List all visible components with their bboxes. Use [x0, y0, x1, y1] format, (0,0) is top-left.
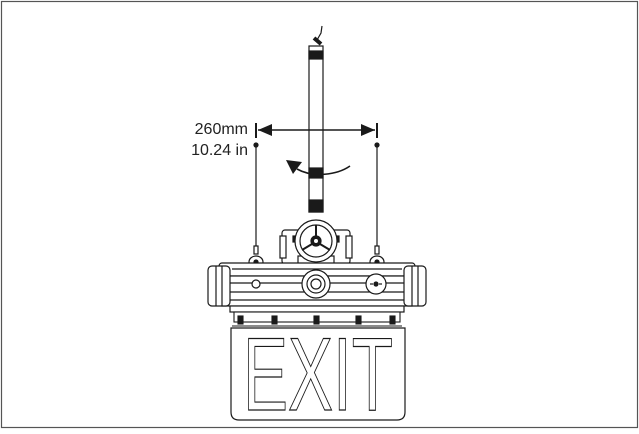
- exit-sign-text: EXIT: [243, 317, 393, 429]
- lower-trim: [232, 311, 402, 327]
- rotation-arrow: [286, 160, 351, 176]
- housing-knockouts: [251, 269, 387, 299]
- exit-panel: [230, 327, 406, 421]
- dimension-imperial-label: 10.24 in: [191, 142, 248, 159]
- suspension-cables: [253, 142, 380, 255]
- dimension-metric-label: 260mm: [194, 121, 248, 138]
- cable: [312, 25, 323, 46]
- pendant-stem: [308, 45, 324, 213]
- dimension-line: [255, 123, 378, 138]
- canopy-junction-box: [279, 219, 353, 267]
